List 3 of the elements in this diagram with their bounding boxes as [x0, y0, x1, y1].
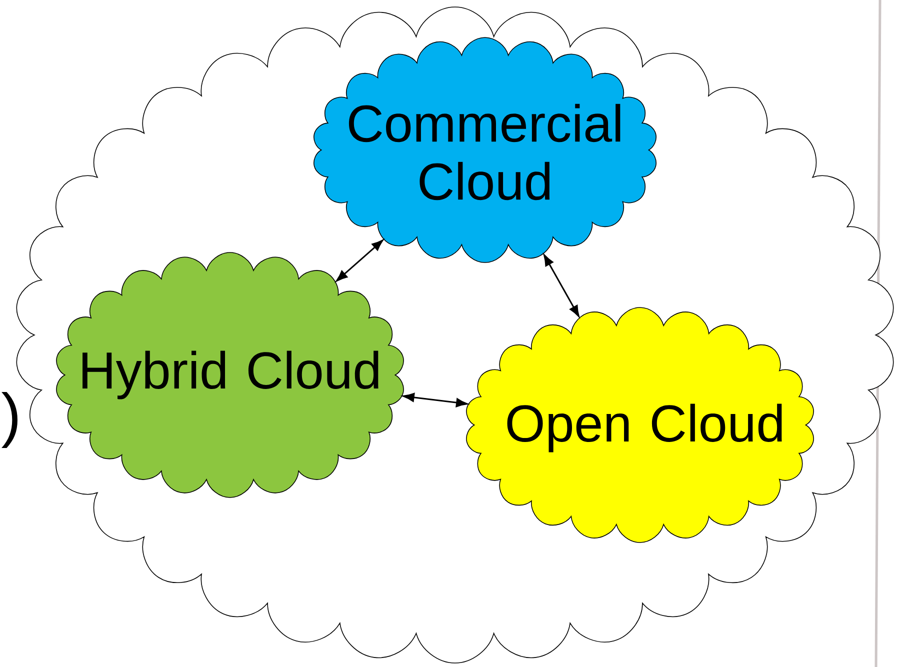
- double-arrow: [544, 254, 580, 317]
- double-arrow: [336, 240, 384, 282]
- double-arrow: [402, 392, 468, 408]
